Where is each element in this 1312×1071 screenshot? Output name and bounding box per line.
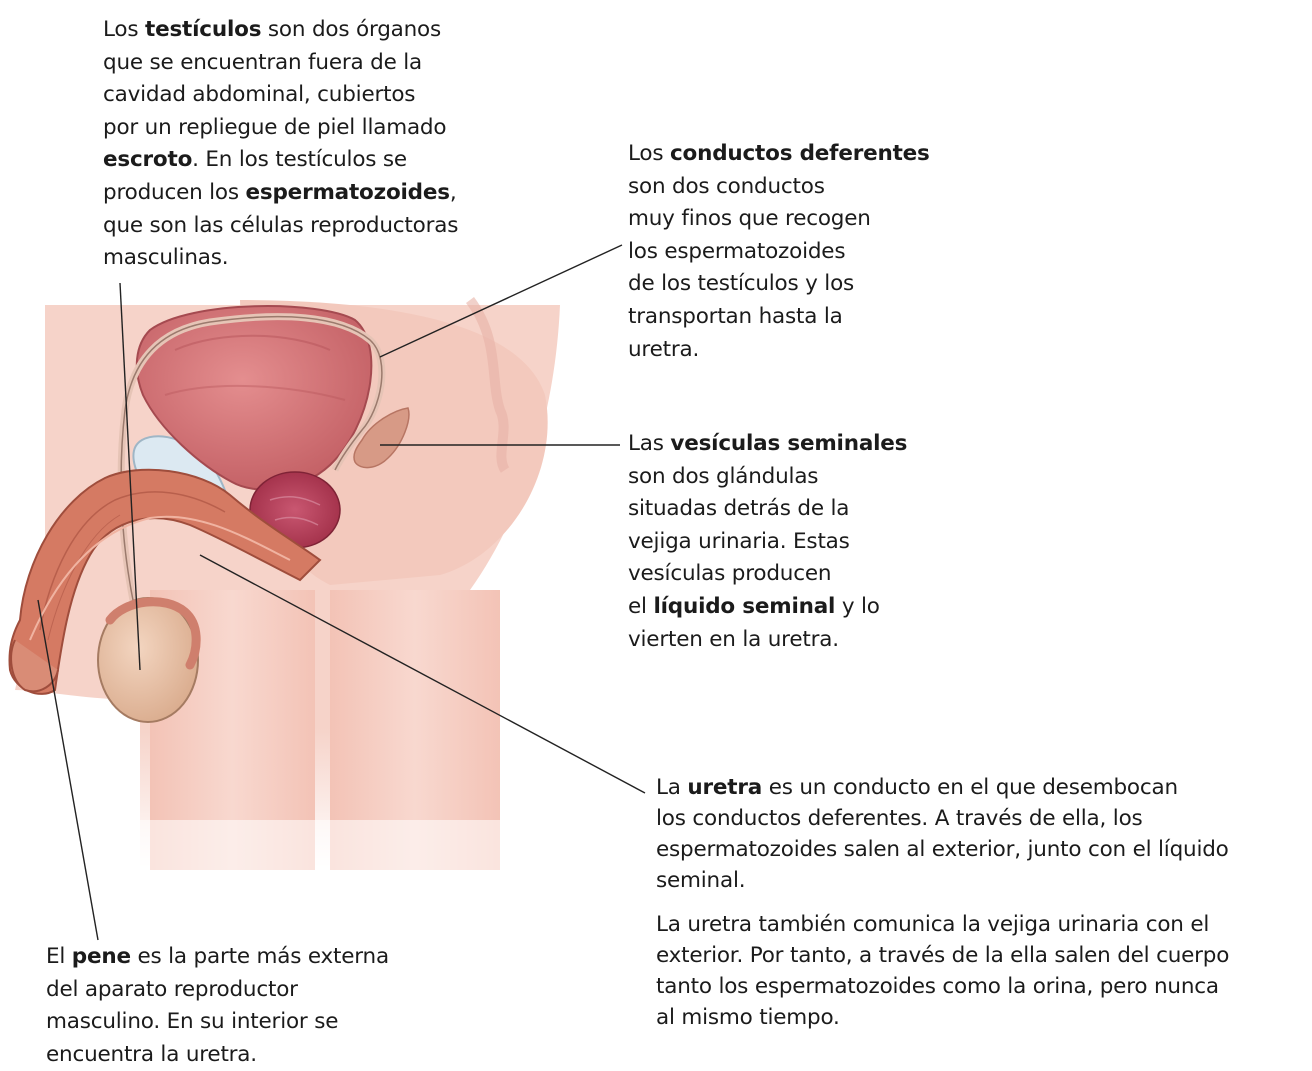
term-uretra: uretra (687, 775, 762, 800)
caption-vesiculas-seminales: Las vesículas seminales son dos glándula… (628, 428, 907, 656)
caption-uretra: La uretra es un conducto en el que desem… (656, 772, 1229, 1033)
term-conductos-deferentes: conductos deferentes (670, 141, 930, 166)
caption-conductos-deferentes: Los conductos deferentes son dos conduct… (628, 138, 930, 366)
term-testiculos: testículos (145, 17, 261, 42)
term-liquido-seminal: líquido seminal (653, 594, 835, 619)
term-vesiculas-seminales: vesículas seminales (670, 431, 907, 456)
term-pene: pene (72, 944, 131, 969)
term-escroto: escroto (103, 147, 192, 172)
term-espermatozoides: espermatozoides (246, 180, 450, 205)
testis (98, 598, 198, 722)
caption-testiculos: Los testículos son dos órganos que se en… (103, 14, 458, 275)
caption-pene: El pene es la parte más externa del apar… (46, 941, 389, 1071)
